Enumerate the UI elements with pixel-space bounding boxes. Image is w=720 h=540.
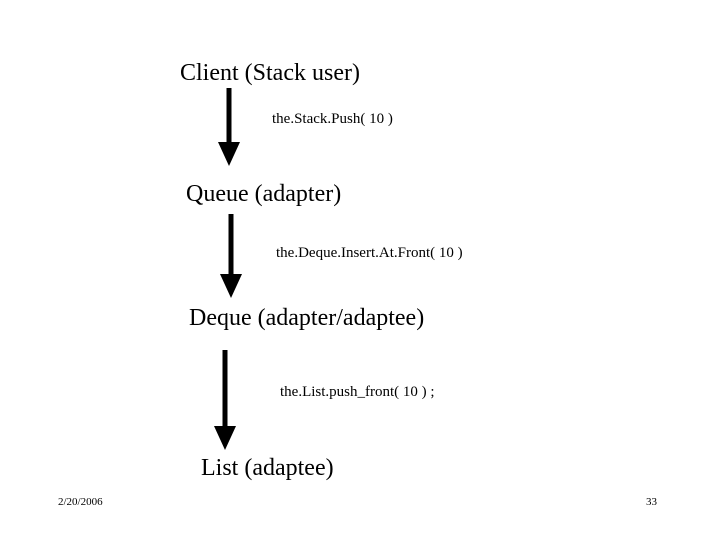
code-call-push: the.Stack.Push( 10 ) bbox=[272, 111, 393, 127]
arrow-deque-to-list bbox=[214, 350, 236, 450]
arrow-queue-to-deque bbox=[220, 214, 242, 298]
layer-title-client: Client (Stack user) bbox=[180, 60, 360, 86]
footer-date: 2/20/2006 bbox=[58, 496, 103, 508]
code-call-insert-at-front: the.Deque.Insert.At.Front( 10 ) bbox=[276, 245, 463, 261]
code-call-push-front: the.List.push_front( 10 ) ; bbox=[280, 384, 435, 400]
layer-title-queue: Queue (adapter) bbox=[186, 181, 342, 207]
layer-title-list: List (adaptee) bbox=[201, 455, 334, 481]
footer-page-number: 33 bbox=[646, 496, 657, 508]
arrow-client-to-queue bbox=[218, 88, 240, 166]
layer-title-deque: Deque (adapter/adaptee) bbox=[189, 305, 425, 331]
